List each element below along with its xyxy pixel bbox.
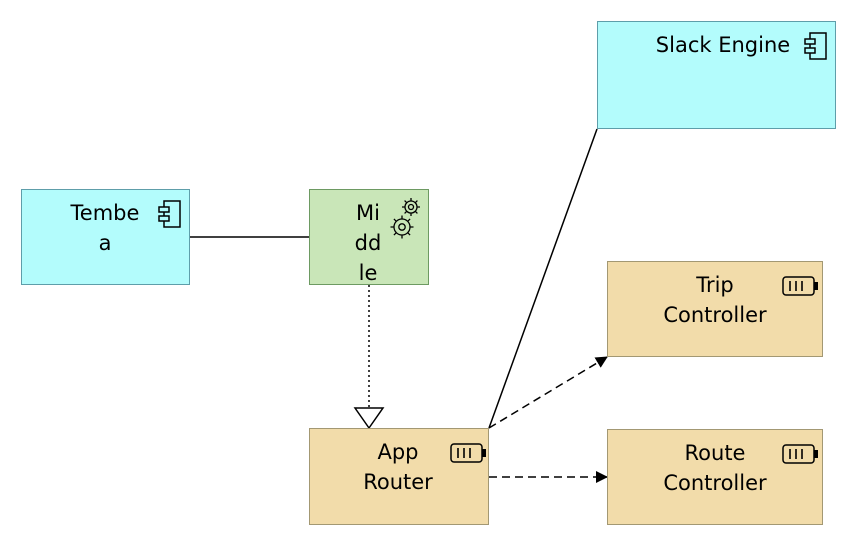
- component-icon: [158, 200, 181, 228]
- edge-app-router-slack-engine: [488, 128, 598, 429]
- node-label: Route Controller: [663, 441, 767, 495]
- node-label: Mi dd le: [354, 201, 382, 285]
- edge-app-router-trip-controller: [488, 356, 608, 429]
- node-route-controller[interactable]: Route Controller: [607, 429, 823, 525]
- battery-icon: [782, 444, 818, 464]
- gears-icon: [390, 198, 420, 239]
- component-icon: [804, 32, 827, 60]
- node-label: Slack Engine: [655, 33, 791, 57]
- battery-icon: [782, 276, 818, 296]
- hollow-triangle-arrowhead: [353, 407, 385, 430]
- node-label: Tembe a: [70, 201, 140, 255]
- node-label: Trip Controller: [663, 273, 767, 327]
- battery-icon: [450, 443, 486, 463]
- node-label: App Router: [363, 440, 433, 494]
- node-slack-engine[interactable]: Slack Engine: [597, 21, 836, 129]
- node-trip-controller[interactable]: Trip Controller: [607, 261, 823, 357]
- node-tembea[interactable]: Tembe a: [21, 189, 190, 285]
- node-app-router[interactable]: App Router: [309, 428, 489, 525]
- node-middle[interactable]: Mi dd le: [309, 189, 429, 285]
